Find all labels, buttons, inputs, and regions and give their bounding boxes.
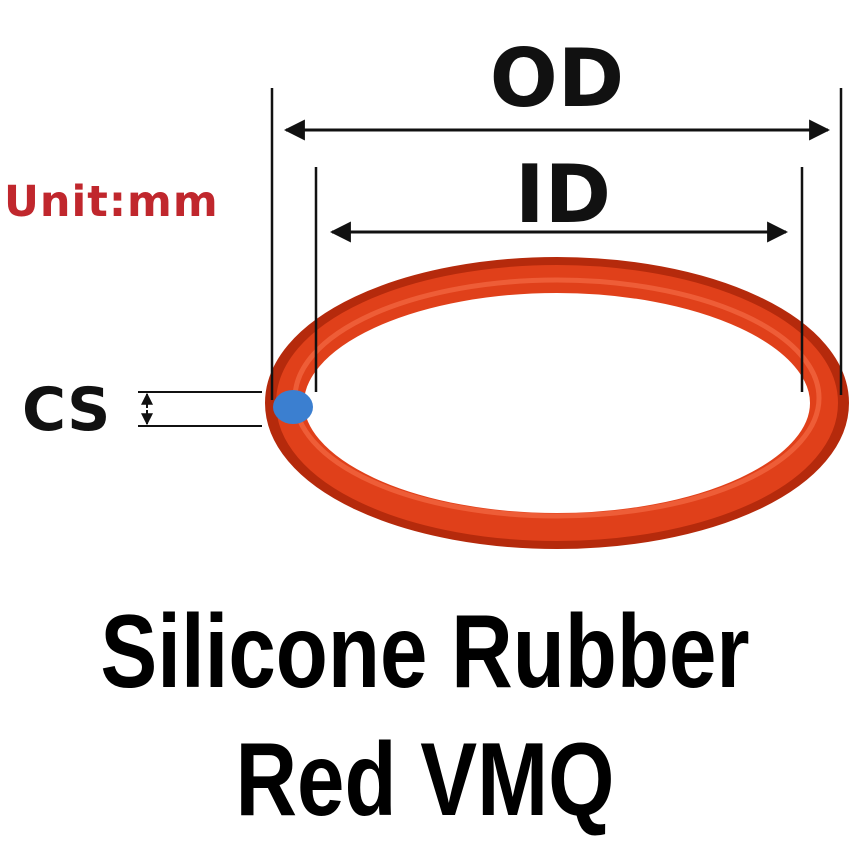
o-ring — [265, 257, 849, 549]
id-label: ID — [515, 148, 611, 241]
ring-highlight — [292, 277, 822, 519]
title-line-2: Red VMQ — [235, 722, 615, 838]
title-line-1: Silicone Rubber — [100, 594, 750, 710]
cross-section-circle — [273, 390, 313, 424]
unit-label: Unit:mm — [4, 177, 219, 227]
od-label: OD — [490, 32, 624, 125]
cs-label: CS — [22, 375, 110, 445]
